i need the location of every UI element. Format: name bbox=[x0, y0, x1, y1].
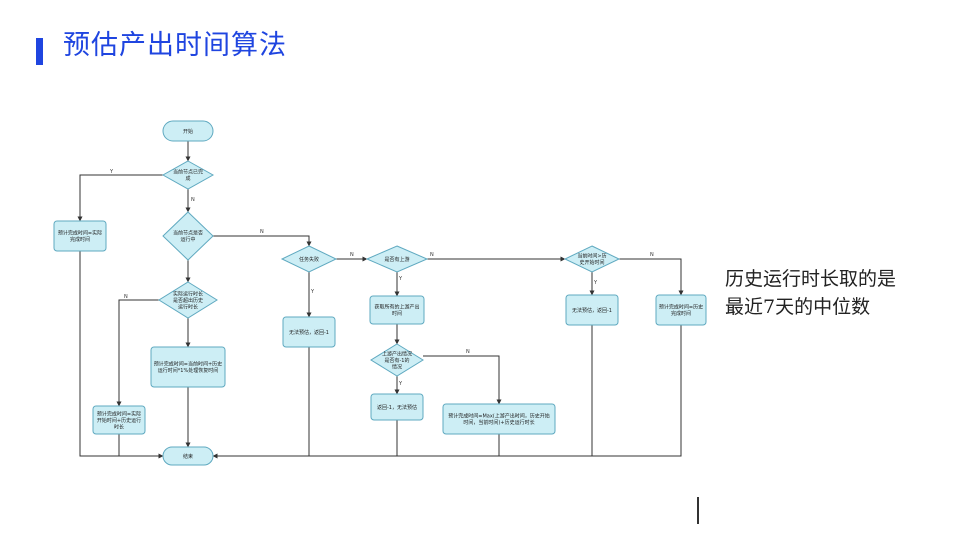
node-text-line: 结束 bbox=[183, 453, 193, 460]
node-text-line: 是否超出历史 bbox=[173, 297, 203, 304]
node-text-line: 返回-1，无法预估 bbox=[377, 404, 417, 411]
edge-done-yes-label: Y bbox=[109, 169, 114, 175]
node-text-line: 情况 bbox=[392, 363, 402, 370]
decision-shape bbox=[370, 343, 424, 377]
node-text-line: 史开始时间 bbox=[579, 259, 604, 266]
node-text-line: 是否有-1的 bbox=[385, 357, 410, 364]
node-text-line: 当前节点已完 bbox=[173, 169, 203, 176]
edge-minus1-yes-label: Y bbox=[398, 381, 403, 387]
process-shape bbox=[53, 220, 107, 252]
node-text-line: 是否有上游 bbox=[384, 256, 409, 263]
page-title: 预估产出时间算法 bbox=[63, 30, 287, 61]
edge-return-end bbox=[212, 325, 682, 459]
edge-done-yes bbox=[77, 174, 163, 222]
edge-nowgt-yes-label: Y bbox=[593, 280, 598, 286]
node-d-upstream: 是否有上游 bbox=[365, 245, 429, 273]
node-text-line: 预计完成时间=Max(上游产出时间，历史开始 bbox=[448, 413, 549, 420]
process-shape bbox=[370, 393, 424, 421]
node-text-line: 无法预估，返回-1 bbox=[572, 307, 612, 314]
node-text-line: 预计完成时间=实际 bbox=[97, 410, 141, 417]
node-p-fail: 无法预估，返回-1 bbox=[282, 316, 336, 348]
node-text-line: 实际运行时长 bbox=[173, 290, 203, 297]
node-text-line: 运行时间*1%处理恢复时间 bbox=[158, 367, 218, 374]
edge-running-no-label: N bbox=[260, 229, 264, 235]
side-note: 历史运行时长取的是 最近7天的中位数 bbox=[725, 265, 896, 321]
node-p-return: 返回-1，无法预估 bbox=[370, 393, 424, 421]
edge-upstream-no-label: N bbox=[430, 252, 434, 258]
node-text-line: 完成时间 bbox=[671, 310, 691, 317]
decision-shape bbox=[158, 281, 218, 319]
node-p-no-est: 无法预估，返回-1 bbox=[565, 294, 619, 326]
edge-upstream-yes-label: Y bbox=[398, 276, 403, 282]
process-shape bbox=[150, 346, 226, 388]
node-text-line: 获取所有的上游产出 bbox=[374, 304, 419, 311]
process-shape bbox=[655, 294, 707, 326]
node-text-line: 任务失败 bbox=[299, 256, 319, 263]
node-text-line: 运行中 bbox=[180, 236, 195, 243]
decision-shape bbox=[365, 245, 429, 273]
decision-shape bbox=[161, 160, 215, 190]
side-note-line-2: 最近7天的中位数 bbox=[725, 296, 871, 318]
node-text-line: 预计完成时间=当前时间+历史 bbox=[154, 361, 222, 368]
process-shape bbox=[92, 405, 146, 435]
edge-done-no-label: N bbox=[191, 197, 195, 203]
node-text-line: 开始时间+历史运行 bbox=[97, 417, 141, 424]
edge-actualdone-end bbox=[79, 251, 164, 459]
decision-shape bbox=[162, 211, 214, 261]
node-text-line: 开始 bbox=[183, 128, 193, 135]
edge-fail-yes-label: Y bbox=[310, 289, 315, 295]
node-text-line: 当前时间>历 bbox=[577, 253, 606, 260]
flowchart-edge-labels: Y N N N Y N Y N Y N Y N bbox=[109, 169, 654, 387]
node-start: 开始 bbox=[162, 120, 214, 142]
node-text-line: 无法预估，返回-1 bbox=[289, 329, 329, 336]
edge-nowgt-no bbox=[619, 258, 684, 296]
edge-fail-no-label: N bbox=[350, 252, 354, 258]
node-text-line: 时间 bbox=[392, 310, 402, 317]
node-end: 结束 bbox=[162, 446, 214, 466]
node-text-line: 时长 bbox=[114, 423, 124, 430]
edge-minus1-no bbox=[423, 355, 502, 405]
edge-rungt-no bbox=[116, 299, 159, 407]
edge-minus1-no-label: N bbox=[466, 349, 470, 355]
terminal-shape bbox=[162, 446, 214, 466]
process-shape bbox=[442, 403, 556, 435]
node-d-fail: 任务失败 bbox=[280, 245, 338, 273]
flowchart-nodes: 开始当前节点已完成预计完成时间=实际完成时间当前节点是否运行中任务失败是否有上游… bbox=[53, 120, 707, 466]
node-text-line: 预计完成时间=历史 bbox=[659, 304, 703, 311]
title-accent-bar bbox=[36, 38, 43, 65]
process-shape bbox=[282, 316, 336, 348]
side-note-line-1: 历史运行时长取的是 bbox=[725, 268, 897, 290]
edge-rungt-no-label: N bbox=[124, 294, 128, 300]
node-text-line: 上游产出情况 bbox=[382, 350, 412, 357]
flowchart-edges bbox=[77, 141, 684, 459]
node-text-line: 成 bbox=[185, 175, 190, 182]
process-shape bbox=[565, 294, 619, 326]
node-text-line: 运行时长 bbox=[178, 303, 198, 310]
process-shape bbox=[369, 295, 425, 325]
node-text-line: 当前节点是否 bbox=[173, 230, 203, 237]
text-cursor-bar bbox=[697, 497, 699, 524]
decision-shape bbox=[563, 245, 621, 273]
edge-nowgt-no-label: N bbox=[650, 252, 654, 258]
node-text-line: 完成时间 bbox=[70, 236, 90, 243]
edge-running-no bbox=[213, 235, 312, 247]
node-text-line: 预计完成时间=实际 bbox=[58, 230, 102, 237]
node-text-line: 时间，当前时间)+历史运行时长 bbox=[463, 419, 534, 426]
decision-shape bbox=[280, 245, 338, 273]
terminal-shape bbox=[162, 120, 214, 142]
